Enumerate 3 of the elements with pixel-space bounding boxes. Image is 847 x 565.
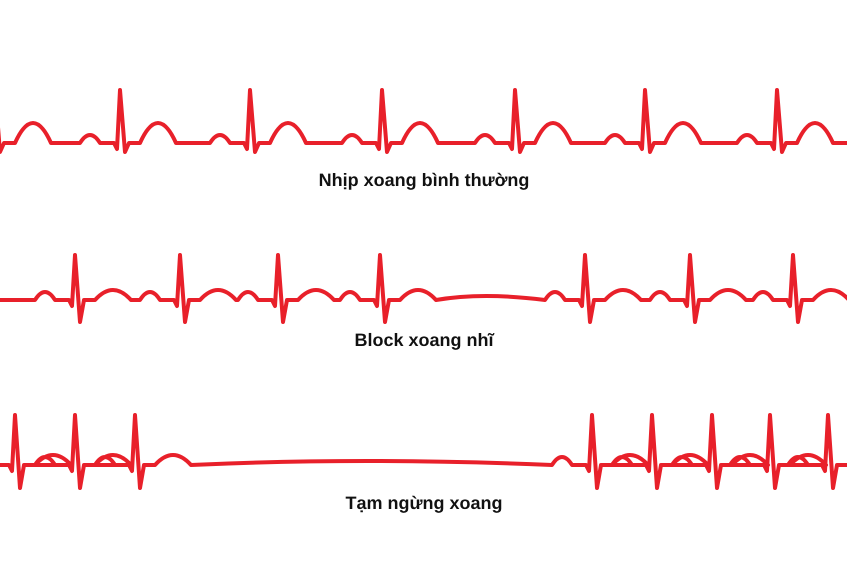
trace-caption: Block xoang nhĩ (354, 330, 494, 351)
trace-caption: Tạm ngừng xoang (345, 493, 503, 514)
trace-caption: Nhịp xoang bình thường (318, 170, 530, 191)
